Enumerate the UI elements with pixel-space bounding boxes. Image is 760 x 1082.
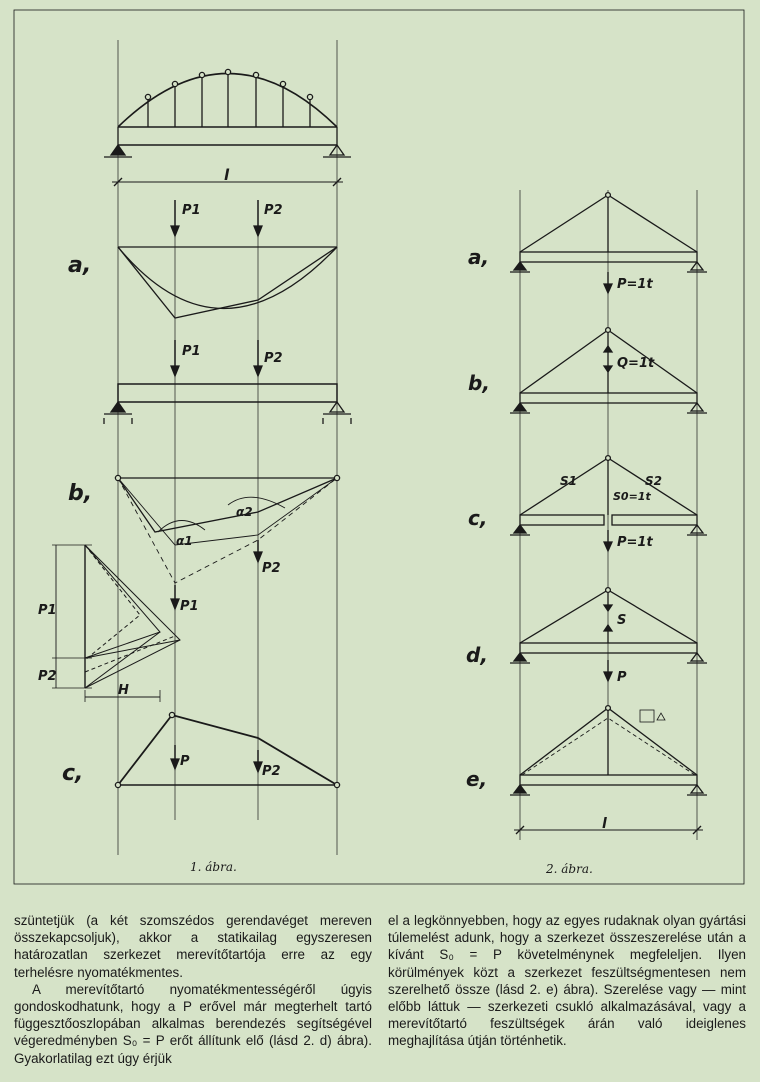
fig1-label-a: a, — [68, 253, 91, 278]
fig1-guide-lines — [117, 40, 338, 855]
fig2-s1: S1 — [560, 474, 577, 488]
fig1-funicular-b — [114, 474, 341, 611]
fig2-load-c: P=1t — [617, 535, 653, 550]
fig2-s-d: S — [617, 613, 626, 628]
fig2-truss-e — [510, 704, 707, 835]
fig1-load-p1-a: P1 — [182, 203, 201, 218]
fig1-stiffening-beam — [103, 383, 352, 424]
fig1-force-polygon — [52, 544, 181, 702]
fig1-load-p2-beam: P2 — [264, 351, 283, 366]
fig1-span-dimension — [112, 177, 343, 187]
fig2-label-d: d, — [466, 643, 488, 667]
fig2-truss-d — [510, 586, 707, 683]
fig1-load-p1-b: P1 — [180, 599, 199, 614]
fig2-s2: S2 — [645, 474, 662, 488]
fig1-label-b: b, — [68, 481, 92, 506]
fig1-label-c: c, — [62, 761, 83, 786]
fig2-s0: S0=1t — [613, 490, 651, 503]
fig2-label-e: e, — [466, 767, 487, 791]
fig1-span-label: l — [224, 166, 230, 184]
fig2-load-d: P — [617, 670, 627, 685]
fig1-polygon-p1: P1 — [38, 603, 57, 618]
fig2-truss-a — [510, 191, 707, 295]
fig2-label-c: c, — [468, 506, 487, 530]
fig1-moment-diagram-c — [114, 711, 341, 789]
paragraph: szüntetjük (a két szomszédos gerendavége… — [14, 913, 372, 980]
fig2-label-a: a, — [468, 245, 489, 269]
fig1-angle-alpha1: α1 — [176, 534, 193, 548]
figure-2-caption: 2. ábra. — [546, 862, 593, 876]
fig1-polygon-h: H — [118, 683, 129, 698]
figure-frame — [13, 9, 745, 885]
fig2-label-b: b, — [468, 371, 490, 395]
paragraph: A merevítőtartó nyomatékmentességéről úg… — [14, 981, 372, 1066]
figure-2 — [510, 190, 707, 840]
text-column-right: el a legkönnyebben, hogy az egyes rudakn… — [388, 912, 746, 1050]
figure-1 — [52, 40, 352, 855]
text-column-left: szüntetjük (a két szomszédos gerendavége… — [14, 912, 372, 1067]
fig2-load-b: Q=1t — [617, 356, 655, 371]
fig2-load-a: P=1t — [617, 277, 653, 292]
paragraph: el a legkönnyebben, hogy az egyes rudakn… — [388, 913, 746, 1049]
fig1-polygon-p2: P2 — [38, 669, 57, 684]
fig1-loads-beam — [170, 340, 263, 378]
fig1-loads-a — [170, 200, 263, 238]
fig1-load-p1-beam: P1 — [182, 344, 201, 359]
fig1-load-p-c: P — [180, 754, 190, 769]
fig1-load-p2-c: P2 — [262, 764, 281, 779]
fig1-load-p2-b: P2 — [262, 561, 281, 576]
figure-1-caption: 1. ábra. — [190, 860, 237, 874]
fig2-span-label: l — [602, 816, 607, 832]
fig1-angle-alpha2: α2 — [236, 505, 253, 519]
fig1-moment-diagram-a — [117, 246, 338, 319]
figures: l a, b, c, P1 P2 P1 P2 α1 α2 P1 P2 P1 P2… — [13, 9, 745, 885]
fig1-arch-bridge — [104, 68, 351, 158]
fig2-truss-b — [510, 326, 707, 414]
fig2-truss-c — [510, 454, 707, 553]
fig1-load-p2-a: P2 — [264, 203, 283, 218]
